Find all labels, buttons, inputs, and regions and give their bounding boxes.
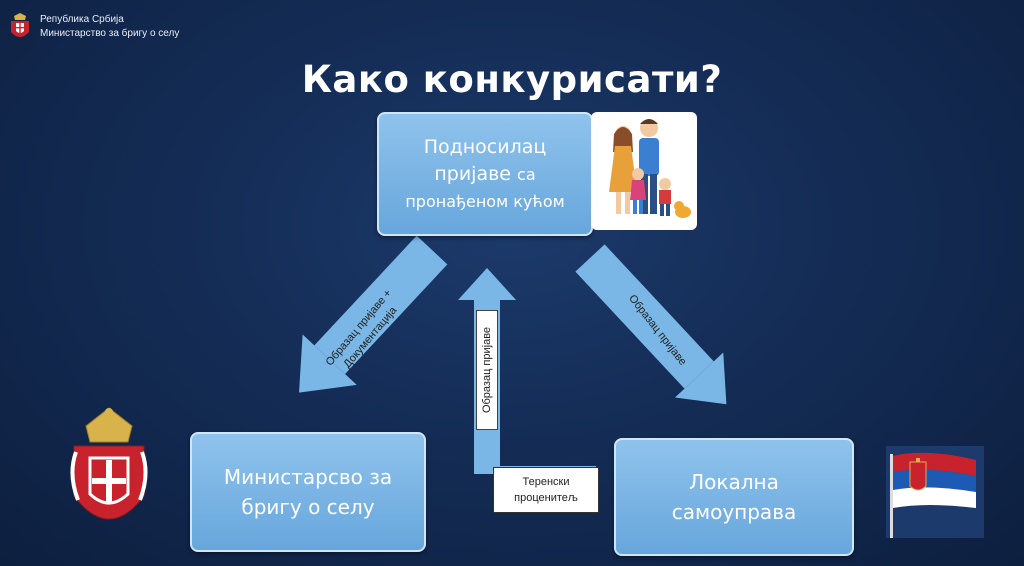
header-ministry: Министарство за бригу о селу — [40, 28, 180, 39]
header: Република Србија Министарство за бригу о… — [8, 12, 179, 42]
coat-of-arms-large-icon — [70, 407, 148, 520]
serbian-flag-icon — [886, 446, 984, 538]
applicant-box: Подносилац пријаве са пронађеном кућом — [377, 112, 593, 236]
local-box: Локална самоуправа — [614, 438, 854, 556]
page-title: Како конкурисати? — [301, 58, 723, 101]
coat-of-arms-icon — [11, 13, 29, 37]
assessor-line1: Теренски — [522, 476, 570, 488]
family-icon — [609, 119, 691, 218]
field-assessor-box: Теренски проценитељ — [493, 467, 599, 513]
ministry-line2: бригу о селу — [241, 495, 375, 519]
applicant-line2b: са — [517, 164, 536, 184]
applicant-line3: пронађеном кућом — [405, 191, 565, 211]
family-illustration — [591, 112, 697, 230]
arrow-to-local — [575, 244, 727, 405]
arrow-to-ministry — [299, 235, 448, 393]
ministry-box: Министарсво за бригу о селу — [190, 432, 426, 552]
header-republic: Република Србија — [40, 14, 124, 25]
applicant-line2a: пријаве — [434, 162, 511, 185]
assessor-line2: проценитељ — [514, 492, 578, 504]
local-line1: Локална — [689, 470, 779, 494]
local-line2: самоуправа — [671, 500, 797, 524]
arrow-middle-label: Образац пријаве — [476, 310, 498, 430]
arrow-middle-label-text: Образац пријаве — [481, 326, 493, 414]
ministry-line1: Министарсво за — [223, 465, 393, 489]
applicant-line1: Подносилац — [423, 135, 547, 158]
